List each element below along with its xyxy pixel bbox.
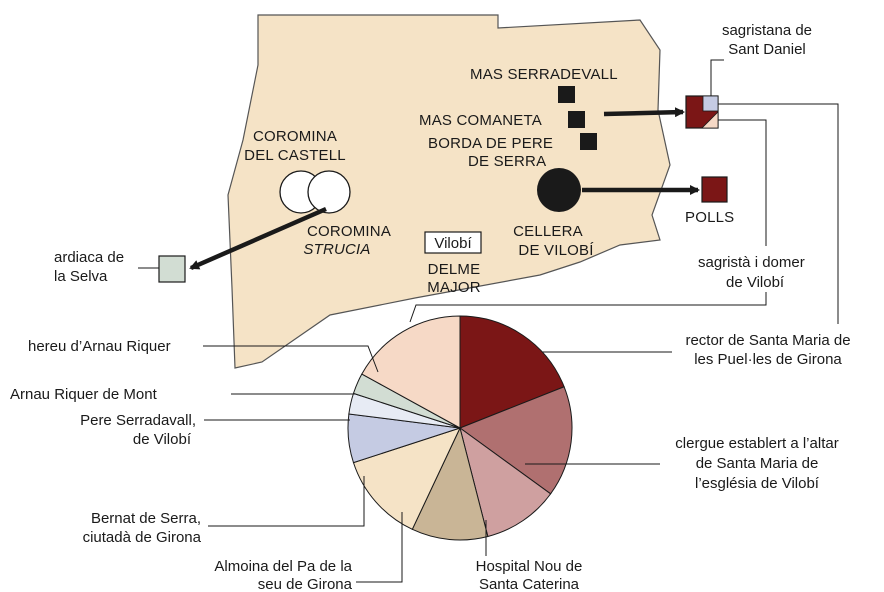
label-clergue: clergue establert a l’altar xyxy=(675,435,838,452)
cellera-label-2: DE VILOBÍ xyxy=(518,242,594,259)
borda-label: BORDA DE PERE xyxy=(428,135,553,152)
pie-slice-1 xyxy=(458,386,573,495)
label-pere: Pere Serradavall, xyxy=(80,412,196,429)
leader-bernat xyxy=(208,476,365,527)
cellera-circle xyxy=(537,168,581,212)
rector-label: rector de Santa Maria de xyxy=(685,332,850,349)
ardiaca-label: ardiaca de xyxy=(54,249,124,266)
polls-square xyxy=(701,176,728,203)
label-bernat: Bernat de Serra, xyxy=(91,510,201,527)
delme-label: DELME xyxy=(428,261,481,278)
coromina-strucia-circle xyxy=(307,170,351,214)
label-pere-2: de Vilobí xyxy=(133,431,192,448)
label-hereu: hereu d’Arnau Riquer xyxy=(28,338,171,355)
delme-label-2: MAJOR xyxy=(427,279,481,296)
coromina-castell-label: COROMINA xyxy=(253,128,337,145)
coromina-strucia-label: COROMINA xyxy=(307,223,391,240)
coromina-strucia-label-2: STRUCIA xyxy=(303,241,370,258)
pie-chart xyxy=(347,315,573,541)
sagrista-leader xyxy=(718,119,767,246)
leader-almoina xyxy=(356,512,403,583)
mas-comaneta-label: MAS COMANETA xyxy=(419,112,542,129)
label-almoina: Almoina del Pa de la xyxy=(214,558,352,575)
pie-slice-2 xyxy=(459,426,552,538)
mas-serradevall-label: MAS SERRADEVALL xyxy=(470,66,618,83)
label-hospital: Hospital Nou de xyxy=(476,558,583,575)
cellera-label: CELLERA xyxy=(513,223,583,240)
rector-label-2: les Puel·les de Girona xyxy=(694,351,842,368)
pie-slice-4 xyxy=(352,427,461,531)
sagristana-blue-square xyxy=(702,95,719,112)
mas-comaneta-square xyxy=(568,111,585,128)
label-arnau: Arnau Riquer de Mont xyxy=(10,386,158,403)
label-hospital-2: Santa Caterina xyxy=(479,576,580,592)
sagristana-label: sagristana de xyxy=(722,22,812,39)
coromina-castell-label-2: DEL CASTELL xyxy=(244,147,346,164)
vilobi-box xyxy=(424,231,482,254)
territory-map xyxy=(227,14,671,369)
pie-slice-8 xyxy=(361,315,461,429)
mas-serradevall-square xyxy=(558,86,575,103)
sagrista-to-pie-leader xyxy=(409,292,767,323)
vilobi-box-label: Vilobí xyxy=(434,235,472,252)
borda-label-2: DE SERRA xyxy=(468,153,546,170)
polls-label: POLLS xyxy=(685,209,734,226)
arrow-to-ardiaca xyxy=(189,206,327,271)
borda-square xyxy=(580,133,597,150)
leader-hereu xyxy=(203,345,379,373)
pie-slice-0 xyxy=(459,315,565,429)
label-clergue-2: de Santa Maria de xyxy=(696,455,819,472)
sagristana-label-2: Sant Daniel xyxy=(728,41,806,58)
sagrista-label: sagristà i domer xyxy=(698,254,805,271)
sagrista-label-2: de Vilobí xyxy=(726,274,785,291)
arrow-to-sagristana xyxy=(603,107,685,118)
rector-leader xyxy=(718,103,839,324)
ardiaca-label-2: la Selva xyxy=(54,268,108,285)
label-almoina-2: seu de Girona xyxy=(258,576,353,592)
label-clergue-3: l’església de Vilobí xyxy=(695,475,820,492)
label-bernat-2: ciutadà de Girona xyxy=(83,529,202,546)
ardiaca-square xyxy=(158,255,186,283)
sagristana-leader xyxy=(710,59,724,96)
